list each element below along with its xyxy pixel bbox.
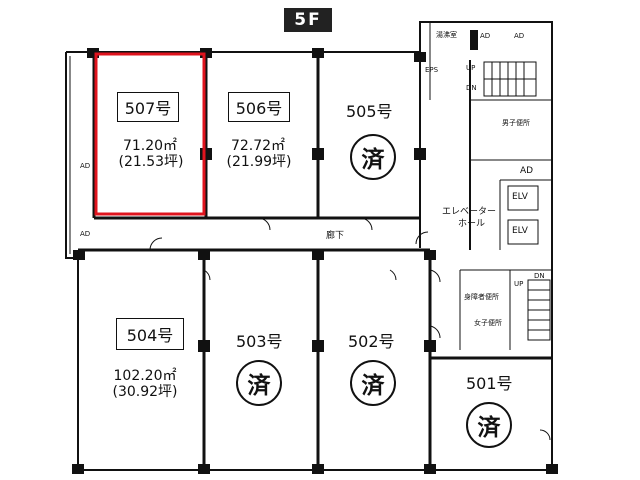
unit-503-label[interactable]: 503号	[236, 332, 283, 351]
unit-504-label[interactable]: 504号	[116, 318, 184, 350]
ad-label-left-2: AD	[80, 230, 91, 238]
unit-504-area-m2: 102.20㎡	[113, 368, 177, 384]
stairs-down-label-2: DN	[534, 272, 545, 280]
unit-505-label[interactable]: 505号	[346, 102, 393, 121]
top-room-label: 湯沸室	[436, 31, 457, 39]
ad-label-top-2: AD	[514, 32, 525, 40]
unit-501-status-stamp: 済	[466, 402, 512, 448]
unit-502-label[interactable]: 502号	[348, 332, 395, 351]
stairs-up-label-1: UP	[466, 64, 476, 72]
elevator-2-label: ELV	[512, 226, 528, 236]
stairs-up-label-2: UP	[514, 280, 524, 288]
unit-502-status-stamp: 済	[350, 360, 396, 406]
elevator-hall-label-2: ホール	[458, 219, 486, 229]
floor-label: 5F	[284, 8, 332, 32]
unit-507-label[interactable]: 507号	[117, 92, 179, 122]
corridor-label: 廊下	[326, 231, 345, 241]
elevator-1-label: ELV	[512, 192, 528, 202]
unit-503-status-stamp: 済	[236, 360, 282, 406]
unit-507-highlight	[94, 52, 206, 216]
unit-506-label[interactable]: 506号	[228, 92, 290, 122]
unit-504-area-tsubo: (30.92坪)	[112, 384, 178, 400]
womens-toilet-label: 女子便所	[474, 319, 502, 327]
unit-505-status-stamp: 済	[350, 134, 396, 180]
unit-506-area-m2: 72.72㎡	[230, 138, 286, 154]
accessible-toilet-label: 身障者便所	[464, 293, 499, 301]
ad-label-core: AD	[520, 166, 534, 176]
ad-label-top-1: AD	[480, 32, 491, 40]
eps-label: EPS	[425, 66, 439, 74]
unit-507-area-tsubo: (21.53坪)	[118, 154, 184, 170]
elevator-hall-label-1: エレベーター	[442, 207, 497, 217]
mens-toilet-label: 男子便所	[502, 119, 530, 127]
unit-507-area-m2: 71.20㎡	[122, 138, 178, 154]
stairs-down-label-1: DN	[466, 84, 477, 92]
ad-label-left-1: AD	[80, 162, 91, 170]
unit-501-label[interactable]: 501号	[466, 374, 513, 393]
unit-506-area-tsubo: (21.99坪)	[226, 154, 292, 170]
